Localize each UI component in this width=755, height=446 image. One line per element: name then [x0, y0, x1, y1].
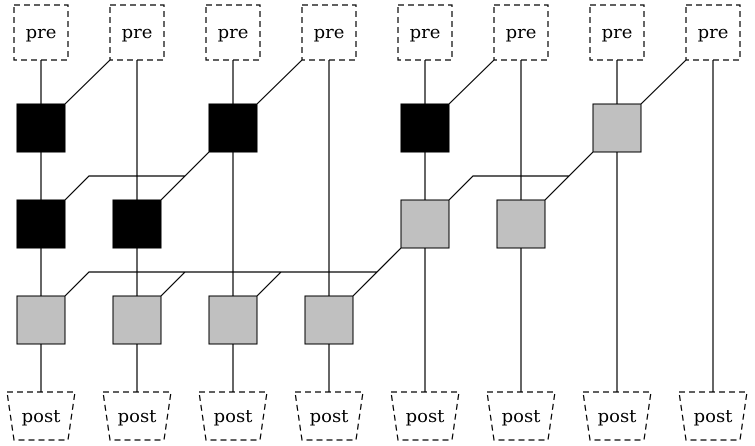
pre-box-7 — [589, 4, 645, 61]
node-r2c1 — [16, 199, 66, 249]
node-r2c6 — [496, 199, 546, 249]
post-label: post — [694, 406, 734, 427]
node-r3c2 — [112, 295, 162, 345]
pre-box-5 — [397, 4, 453, 61]
post-box-3 — [198, 391, 268, 441]
post-label: post — [310, 406, 350, 427]
pre-box-4 — [301, 4, 357, 61]
connection-11 — [160, 271, 186, 297]
post-box-6 — [486, 391, 556, 441]
post-box-5 — [390, 391, 460, 441]
node-r3c3 — [208, 295, 258, 345]
connection-4 — [640, 59, 687, 105]
pre-box-6 — [493, 4, 549, 61]
node-r2c5 — [400, 199, 450, 249]
pre-box-2 — [109, 4, 165, 61]
connection-12 — [256, 271, 282, 297]
node-r2c2 — [112, 199, 162, 249]
pre-label: pre — [698, 22, 729, 43]
connection-8 — [448, 175, 569, 201]
connection-6 — [64, 175, 185, 201]
node-r1c7 — [592, 103, 642, 153]
post-label: post — [406, 406, 446, 427]
connection-3 — [448, 59, 495, 105]
pre-label: pre — [506, 22, 537, 43]
pre-label: pre — [314, 22, 345, 43]
pre-label: pre — [218, 22, 249, 43]
post-label: post — [598, 406, 638, 427]
pre-label: pre — [26, 22, 57, 43]
connection-2 — [256, 59, 303, 105]
post-box-8 — [678, 391, 748, 441]
connection-10 — [64, 271, 377, 297]
compute-nodes — [16, 103, 642, 345]
node-r1c5 — [400, 103, 450, 153]
io-boxes: pre post pre post pre post pre post pre post pre po… — [6, 4, 748, 441]
pre-label: pre — [410, 22, 441, 43]
pre-box-3 — [205, 4, 261, 61]
post-box-1 — [6, 391, 76, 441]
post-label: post — [22, 406, 62, 427]
post-label: post — [502, 406, 542, 427]
post-box-2 — [102, 391, 172, 441]
node-r3c1 — [16, 295, 66, 345]
pre-box-8 — [685, 4, 741, 61]
pre-label: pre — [122, 22, 153, 43]
node-r3c4 — [304, 295, 354, 345]
post-box-4 — [294, 391, 364, 441]
node-r1c3 — [208, 103, 258, 153]
post-label: post — [118, 406, 158, 427]
post-label: post — [214, 406, 254, 427]
node-r1c1 — [16, 103, 66, 153]
connection-1 — [64, 59, 111, 105]
pre-box-1 — [13, 4, 69, 61]
post-box-7 — [582, 391, 652, 441]
pre-label: pre — [602, 22, 633, 43]
